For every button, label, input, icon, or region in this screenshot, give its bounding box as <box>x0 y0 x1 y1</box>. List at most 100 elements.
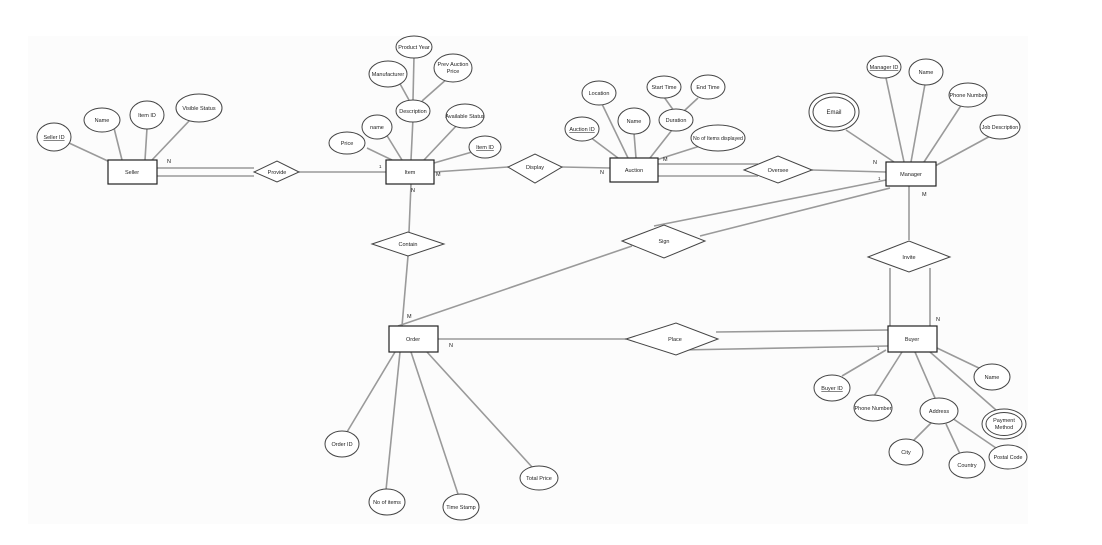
relationship-invite: Invite <box>866 240 952 273</box>
edge-buyer-phone <box>873 351 903 397</box>
edge-desc-manufacturer <box>398 81 410 101</box>
edge-desc-prevprice <box>421 77 449 102</box>
diagram-label: Display <box>526 165 544 171</box>
edge-address-postal <box>951 417 997 449</box>
diagram-label: Order ID <box>331 442 352 448</box>
edge-oversee-manager <box>811 169 887 173</box>
attribute-item-name: name <box>361 114 393 140</box>
cardinality-auction-oversee: M <box>663 157 668 163</box>
attribute-no-of-items: No of items <box>368 488 406 516</box>
edge-auction-id <box>589 136 619 159</box>
diagram-label: Country <box>957 463 977 469</box>
edge-place-buyer-a <box>715 329 889 333</box>
attribute-seller-name: Name <box>83 107 121 133</box>
diagram-label: Time Stamp <box>446 505 475 511</box>
edge-order-id <box>346 351 396 433</box>
attribute-manager-phone: Phone Number <box>948 82 988 108</box>
cardinality-contain-order: M <box>407 314 412 320</box>
edges <box>68 55 997 495</box>
entity-buyer: Buyer <box>887 325 938 353</box>
diagram-label: Item ID <box>138 113 156 119</box>
edge-address-country <box>945 423 961 455</box>
diagram-label: Payment <box>993 418 1015 424</box>
attribute-location: Location <box>581 80 617 106</box>
edge-item-name <box>385 133 403 161</box>
diagram-label: Available Status <box>445 114 485 120</box>
relationship-contain: Contain <box>370 231 446 257</box>
diagram-label: Manager <box>900 172 922 178</box>
cardinality-item-display: M <box>436 172 441 178</box>
attribute-start-time: Start Time <box>646 75 682 99</box>
diagram-label: Postal Code <box>994 455 1023 461</box>
cardinality-place-buyer: 1 <box>877 346 880 351</box>
diagram-label: Sign <box>658 239 669 245</box>
cardinality-oversee-manager: N <box>873 160 877 166</box>
diagram-label: Description <box>399 109 427 115</box>
attribute-item-id: Item ID <box>468 135 502 159</box>
edge-manager-email <box>845 129 895 163</box>
attribute-job-description: Job Description <box>979 114 1021 140</box>
diagram-label: Price <box>447 69 460 75</box>
attribute-buyer-id: Buyer ID <box>813 374 851 402</box>
edge-sign-order <box>397 245 633 327</box>
diagram-label: Oversee <box>768 168 789 174</box>
cardinality-order-place: N <box>449 343 453 349</box>
diagram-label: No of Items displayed <box>693 136 743 142</box>
diagram-label: Name <box>985 375 1000 381</box>
diagram-label: Duration <box>666 118 687 124</box>
attribute-buyer-name: Name <box>973 363 1011 391</box>
attribute-manufacturer: Manufacturer <box>368 60 408 88</box>
attributes: Seller ID Name Item ID Visible Status Pr… <box>36 35 1028 521</box>
diagram-label: Address <box>929 409 949 415</box>
edge-address-city <box>911 421 933 443</box>
diagram-label: Start Time <box>651 85 676 91</box>
attribute-buyer-phone: Phone Number <box>853 394 893 422</box>
entity-item: Item <box>385 159 435 185</box>
attribute-price: Price <box>328 131 366 155</box>
diagram-label: Seller ID <box>43 135 64 141</box>
edge-auction-location <box>601 103 629 159</box>
cardinalities: N 1 M N M N 1 M N M N N 1 <box>167 157 940 351</box>
attribute-manager-name: Name <box>908 58 944 86</box>
attribute-end-time: End Time <box>690 74 726 100</box>
edge-manager-id <box>885 77 905 163</box>
edge-manager-sign-a <box>653 179 887 227</box>
attribute-total-price: Total Price <box>519 465 559 491</box>
cardinality-display-auction: N <box>600 170 604 176</box>
entities: Seller Item Auction Manager Order Buyer <box>107 157 938 353</box>
attribute-address: Address <box>919 397 959 425</box>
entity-order: Order <box>388 325 439 353</box>
attribute-time-stamp: Time Stamp <box>442 493 480 521</box>
relationship-provide: Provide <box>252 160 301 183</box>
edge-item-available <box>423 123 459 161</box>
cardinality-provide-item: 1 <box>379 164 382 169</box>
edge-manager-sign-b <box>699 187 891 237</box>
diagram-label: Price <box>341 141 354 147</box>
edge-item-price <box>366 147 393 161</box>
cardinality-seller-provide: N <box>167 159 171 165</box>
diagram-label: Phone Number <box>855 406 892 412</box>
attribute-duration: Duration <box>658 108 694 132</box>
diagram-label: Place <box>668 337 682 343</box>
diagram-label: Name <box>919 70 934 76</box>
relationship-oversee: Oversee <box>742 155 814 184</box>
edge-manager-name <box>910 83 926 163</box>
attribute-visible-status: Visible Status <box>175 93 223 123</box>
edge-item-id <box>433 151 473 164</box>
attribute-payment-method-multivalued: Payment Method <box>981 408 1027 440</box>
edge-order-total <box>426 351 533 468</box>
attribute-order-id: Order ID <box>324 430 360 458</box>
diagram-label: Job Description <box>982 125 1019 131</box>
entity-seller: Seller <box>107 159 158 185</box>
relationship-display: Display <box>506 153 564 184</box>
attribute-email-multivalued: Email <box>808 92 860 132</box>
diagram-label: Prev Auction <box>438 62 469 68</box>
edge-buyer-name <box>936 347 984 371</box>
attribute-city: City <box>888 438 924 466</box>
edge-buyer-payment <box>929 351 997 411</box>
diagram-label: City <box>901 450 911 456</box>
edge-duration-start <box>663 96 675 112</box>
diagram-label: Method <box>995 425 1013 431</box>
